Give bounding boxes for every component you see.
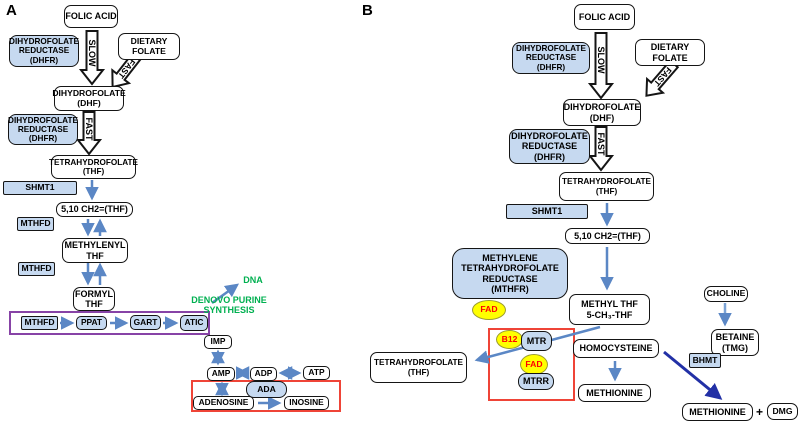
node-methylenyl-thf: METHYLENYL THF — [62, 238, 128, 263]
fast-label-a: FAST — [84, 117, 94, 141]
node-folic-acid-a: FOLIC ACID — [64, 5, 118, 28]
node-adp: ADP — [250, 367, 277, 381]
slow-label-a: SLOW — [87, 40, 97, 68]
node-thf-a: TETRAHYDROFOLATE (THF) — [49, 155, 138, 179]
node-dietary-folate-b: DIETARY FOLATE — [635, 39, 705, 66]
enzyme-mthfr: METHYLENE TETRAHYDROFOLATE REDUCTASE (MT… — [452, 248, 568, 299]
cofactor-fad-mtrr: FAD — [520, 354, 548, 375]
enzyme-dhfr-top-a: DIHYDROFOLATE REDUCTASE (DHFR) — [9, 35, 79, 67]
cofactor-b12: B12 — [496, 330, 523, 349]
node-dietary-folate-a: DIETARY FOLATE — [118, 33, 180, 60]
enzyme-mtr: MTR — [521, 331, 552, 351]
node-choline: CHOLINE — [704, 286, 748, 302]
denovo-purine-label: DENOVO PURINE SYNTHESIS — [191, 295, 267, 316]
arrow-homocysteine-to-methionine-dmg — [663, 350, 723, 400]
mtr-mtrr-frame — [488, 328, 575, 401]
dna-label: DNA — [243, 275, 263, 285]
enzyme-dhfr-mid-b: DIHYDROFOLATE REDUCTASE (DHFR) — [509, 129, 590, 164]
node-dhf-a: DIHYDROFOLATE (DHF) — [52, 86, 126, 111]
slow-label-b: SLOW — [596, 47, 606, 75]
enzyme-shmt1-b: SHMT1 — [506, 204, 588, 219]
node-formyl-thf: FORMYL THF — [73, 287, 115, 311]
node-adenosine: ADENOSINE — [193, 396, 254, 410]
panel-a-label: A — [6, 2, 17, 19]
node-thf-b: TETRAHYDROFOLATE (THF) — [559, 172, 654, 201]
fast-block-arrow-b: FAST — [587, 126, 615, 172]
node-methionine-2: METHIONINE — [682, 403, 753, 421]
node-dmg: DMG — [767, 403, 798, 420]
node-folic-acid-b: FOLIC ACID — [574, 4, 635, 30]
enzyme-mthfd-3: MTHFD — [21, 316, 58, 330]
plus-sign: + — [756, 405, 764, 419]
node-methionine: METHIONINE — [578, 384, 651, 402]
node-betaine: BETAINE (TMG) — [711, 329, 759, 356]
slow-block-arrow-b: SLOW — [587, 32, 615, 100]
enzyme-dhfr-top-b: DIHYDROFOLATE REDUCTASE (DHFR) — [512, 42, 590, 74]
node-atp: ATP — [303, 366, 330, 380]
node-ch2-thf-b: 5,10 CH2=(THF) — [565, 228, 650, 244]
node-homocysteine: HOMOCYSTEINE — [573, 339, 659, 358]
enzyme-dhfr-mid-a: DIHYDROFOLATE REDUCTASE (DHFR) — [8, 114, 78, 145]
node-methyl-thf: METHYL THF 5-CH₃-THF — [569, 294, 650, 325]
enzyme-bhmt: BHMT — [689, 353, 721, 368]
cofactor-fad-mthfr: FAD — [472, 300, 506, 320]
node-inosine: INOSINE — [284, 396, 329, 410]
enzyme-ada: ADA — [246, 381, 287, 398]
panel-b-label: B — [362, 2, 373, 19]
node-imp: IMP — [204, 335, 232, 349]
enzyme-ppat: PPAT — [76, 316, 107, 330]
enzyme-gart: GART — [130, 315, 161, 330]
enzyme-mthfd-1: MTHFD — [17, 217, 54, 231]
slow-block-arrow-a: SLOW — [78, 30, 106, 86]
enzyme-shmt1-a: SHMT1 — [3, 181, 77, 195]
node-thf-product: TETRAHYDROFOLATE (THF) — [370, 352, 467, 383]
arrow-to-dna — [211, 283, 240, 305]
enzyme-mtrr: MTRR — [518, 373, 554, 390]
enzyme-atic: ATIC — [180, 315, 208, 331]
fast-block-arrow-a: FAST — [75, 111, 103, 156]
fast-label-b: FAST — [596, 132, 606, 156]
node-amp: AMP — [207, 367, 235, 381]
purine-enzymes-frame — [9, 311, 210, 335]
node-ch2-thf-a: 5,10 CH2=(THF) — [56, 202, 133, 217]
node-dhf-b: DIHYDROFOLATE (DHF) — [563, 99, 641, 126]
enzyme-mthfd-2: MTHFD — [18, 262, 55, 276]
